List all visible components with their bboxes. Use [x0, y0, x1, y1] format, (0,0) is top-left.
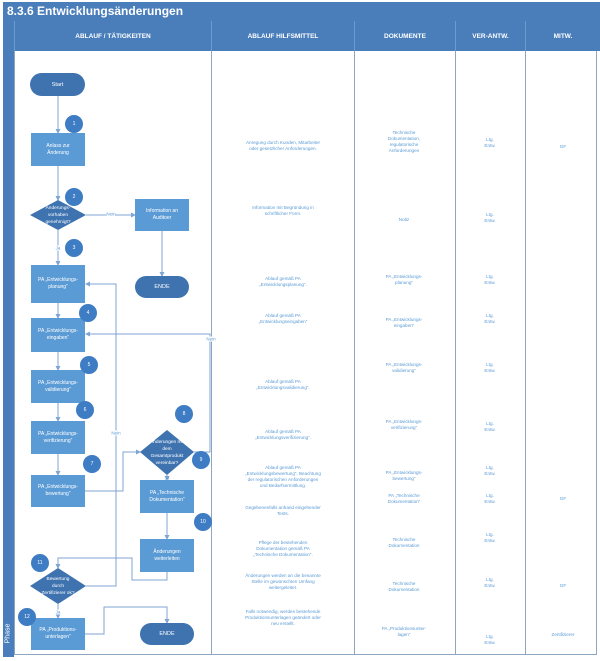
column-verantw: [455, 51, 525, 655]
decision-diamond: [30, 200, 86, 230]
step-number: 4: [79, 304, 97, 322]
dokument-text: Technische Dokumentation: [388, 581, 420, 592]
step-number: 7: [83, 455, 101, 473]
hilfsmittel-text: Ablauf gemäß PA „Entwicklungsplanung“.: [259, 276, 307, 287]
step-technische-doku: PA „Technische Dokumentation“: [140, 480, 194, 513]
step-number: 10: [194, 513, 212, 531]
decision-diamond: [30, 568, 86, 604]
end-terminal-1: ENDE: [135, 276, 189, 298]
hilfsmittel-text: Information mit Begründung in schriftlic…: [252, 205, 314, 216]
step-weiterleiten: Änderungen weiterleiten: [140, 539, 194, 572]
verantw-text: Ltg. Entw.: [484, 362, 496, 373]
step-number: 3: [65, 239, 83, 257]
step-number: 12: [18, 608, 36, 626]
page-title: 8.3.6 Entwicklungsänderungen: [3, 2, 600, 21]
column-header-mitw: MITW.: [525, 21, 600, 51]
step-planung: PA „Entwicklungs- planung“: [31, 265, 85, 303]
step-bewertung: PA „Entwicklungs- bewertung“: [31, 475, 85, 507]
step-number: 6: [76, 401, 94, 419]
hilfsmittel-text: Ablauf gemäß PA „Entwicklungsvalidierung…: [256, 379, 310, 390]
label-ja: Ja: [55, 245, 61, 251]
connector: [85, 606, 170, 635]
hilfsmittel-text: Ablauf gemäß PA „Entwicklungseingaben“: [258, 313, 308, 324]
step-number: 5: [80, 356, 98, 374]
label-nein: Nein: [111, 430, 121, 436]
dokument-text: PA „Entwicklungs- planung“: [385, 274, 423, 285]
step-validierung: PA „Entwicklungs- validierung“: [31, 370, 85, 403]
hilfsmittel-text: Pflege der bestehenden Dokumentation gem…: [253, 540, 313, 557]
step-number: 11: [31, 554, 49, 572]
label-nein: Nein: [106, 211, 116, 217]
end-terminal-2: ENDE: [140, 623, 194, 645]
dokument-text: PA „Entwicklungs- eingaben“: [385, 317, 423, 328]
decision-genehmigt: Änderungs- vorhaben genehmigt?: [45, 205, 71, 225]
verantw-text: Ltg. Entw.: [484, 493, 496, 504]
phase-bar: [3, 21, 14, 657]
column-header-ablauf: ABLAUF / TÄTIGKEITEN: [14, 21, 211, 51]
verantw-text: Ltg. Entw.: [484, 212, 496, 223]
decision-diamond: [140, 430, 194, 475]
verantw-text: Ltg. Entw.: [484, 313, 496, 324]
hilfsmittel-text: Ablauf gemäß PA „Entwicklungsbewertung“,…: [245, 465, 321, 488]
step-number: 1: [65, 115, 83, 133]
dokument-text: PA „Technische Dokumentation“: [387, 493, 421, 504]
step-produktionsunterlagen: PA „Produktions- unterlagen“: [31, 618, 85, 650]
step-number: 9: [192, 451, 210, 469]
verantw-text: Ltg. Entw.: [484, 532, 496, 543]
verantw-text: Ltg. Entw.: [484, 577, 496, 588]
verantw-text: Ltg. Entw.: [484, 137, 496, 148]
dokument-text: PA „Entwicklungs- bewertung“: [385, 470, 423, 481]
mitw-text: GF: [559, 496, 567, 501]
decision-zertifizierer: Bewertung durch Zertifizierer ok?: [41, 576, 75, 596]
step-verifizierung: PA „Entwicklungs- verifizierung“: [31, 421, 85, 454]
mitw-text: GF: [559, 583, 567, 588]
column-hilfsmittel: [211, 51, 354, 655]
verantw-text: Ltg. Entw.: [484, 421, 496, 432]
step-eingaben: PA „Entwicklungs- eingaben“: [31, 318, 85, 352]
verantw-text: Ltg. Entw.: [484, 634, 496, 645]
column-dokumente: [354, 51, 455, 655]
verantw-text: Ltg. Entw.: [484, 274, 496, 285]
connector: [55, 557, 168, 581]
dokument-text: PA „Entwicklungs- verifizierung“: [385, 419, 423, 430]
start-terminal: Start: [30, 73, 85, 96]
dokument-text: Notiz: [398, 217, 410, 222]
dokument-text: PA „Entwicklungs- validierung“: [385, 362, 423, 373]
hilfsmittel-text: Ablauf gemäß PA „Entwicklungsverifizieru…: [255, 429, 311, 440]
column-header-verantw: VER-ANTW.: [455, 21, 525, 51]
dokument-text: PA „Produktionsunter- lagen“: [381, 626, 427, 637]
verantw-text: Ltg. Entw.: [484, 465, 496, 476]
column-header-hilfsmittel: ABLAUF HILFSMITTEL: [211, 21, 354, 51]
connector: [85, 449, 141, 492]
step-information: Information an Auditoer: [135, 199, 189, 231]
dokument-text: Technische Dokumentation, regulatorische…: [387, 130, 421, 153]
dokument-text: Technische Dokumentation: [388, 537, 420, 548]
mitw-text: GF: [559, 144, 567, 149]
hilfsmittel-text: Änderungen werden an die benannte Stelle…: [245, 573, 321, 590]
decision-vereinbar: Änderungen mit dem Gesamtprodukt vereinb…: [150, 439, 184, 466]
column-header-dokumente: DOKUMENTE: [354, 21, 455, 51]
step-number: 2: [65, 188, 83, 206]
label-ja: Ja: [55, 609, 61, 615]
hilfsmittel-text: Falls notwendig, werden bestehende Produ…: [245, 609, 321, 626]
step-number: 8: [175, 405, 193, 423]
column-ablauf: [14, 51, 211, 655]
label-nein: Nein: [206, 336, 216, 342]
label-ja: Ja: [164, 475, 170, 481]
mitw-text: Zertifizierer: [551, 632, 575, 637]
hilfsmittel-text: Gegebenenfalls anhand eingehender Tests.: [245, 505, 321, 516]
step-anlass: Anlass zur Änderung: [31, 133, 85, 166]
column-mitw: [525, 51, 597, 655]
hilfsmittel-text: Anregung durch Kunden, Mitarbeiter oder …: [245, 140, 321, 151]
